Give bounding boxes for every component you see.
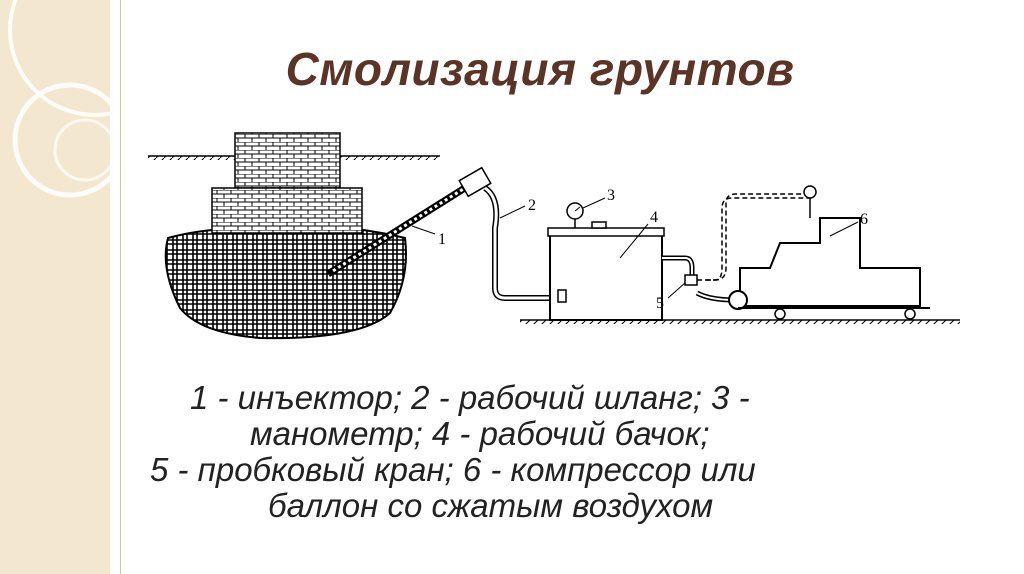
callout-1: 1: [411, 225, 446, 248]
callout-2: 2: [499, 197, 536, 219]
callout-5: 5: [656, 282, 686, 312]
legend: 1 - инъектор; 2 - рабочий шланг; 3 - ман…: [150, 380, 950, 524]
slide-title: Смолизация грунтов: [285, 43, 795, 95]
soil-resin-injection-diagram: 1 2 3 4 5 6: [148, 132, 960, 340]
compressor: [728, 185, 930, 320]
legend-line-3: 5 - пробковый кран; 6 - компрессор или: [150, 451, 756, 488]
legend-line-2: манометр; 4 - рабочий бачок;: [250, 415, 710, 452]
injector: [326, 166, 492, 277]
callout-3: 3: [582, 187, 615, 209]
working-tank: [547, 221, 665, 321]
svg-text:5: 5: [656, 295, 664, 312]
brick-foundation: [211, 132, 363, 234]
side-divider: [120, 0, 121, 574]
legend-line-1: 1 - инъектор; 2 - рабочий шланг; 3 -: [190, 379, 750, 416]
svg-text:6: 6: [860, 211, 868, 228]
callout-4: 4: [619, 209, 658, 259]
svg-text:1: 1: [438, 231, 446, 248]
svg-text:3: 3: [607, 187, 615, 204]
decorative-circles: [8, 0, 110, 198]
callout-6: 6: [829, 211, 868, 237]
svg-text:2: 2: [528, 197, 536, 214]
legend-line-4: баллон со сжатым воздухом: [268, 487, 714, 524]
manometer: [566, 202, 584, 228]
svg-text:4: 4: [650, 209, 658, 226]
soil-mass: [164, 225, 407, 340]
decorative-side-strip: [0, 0, 110, 574]
